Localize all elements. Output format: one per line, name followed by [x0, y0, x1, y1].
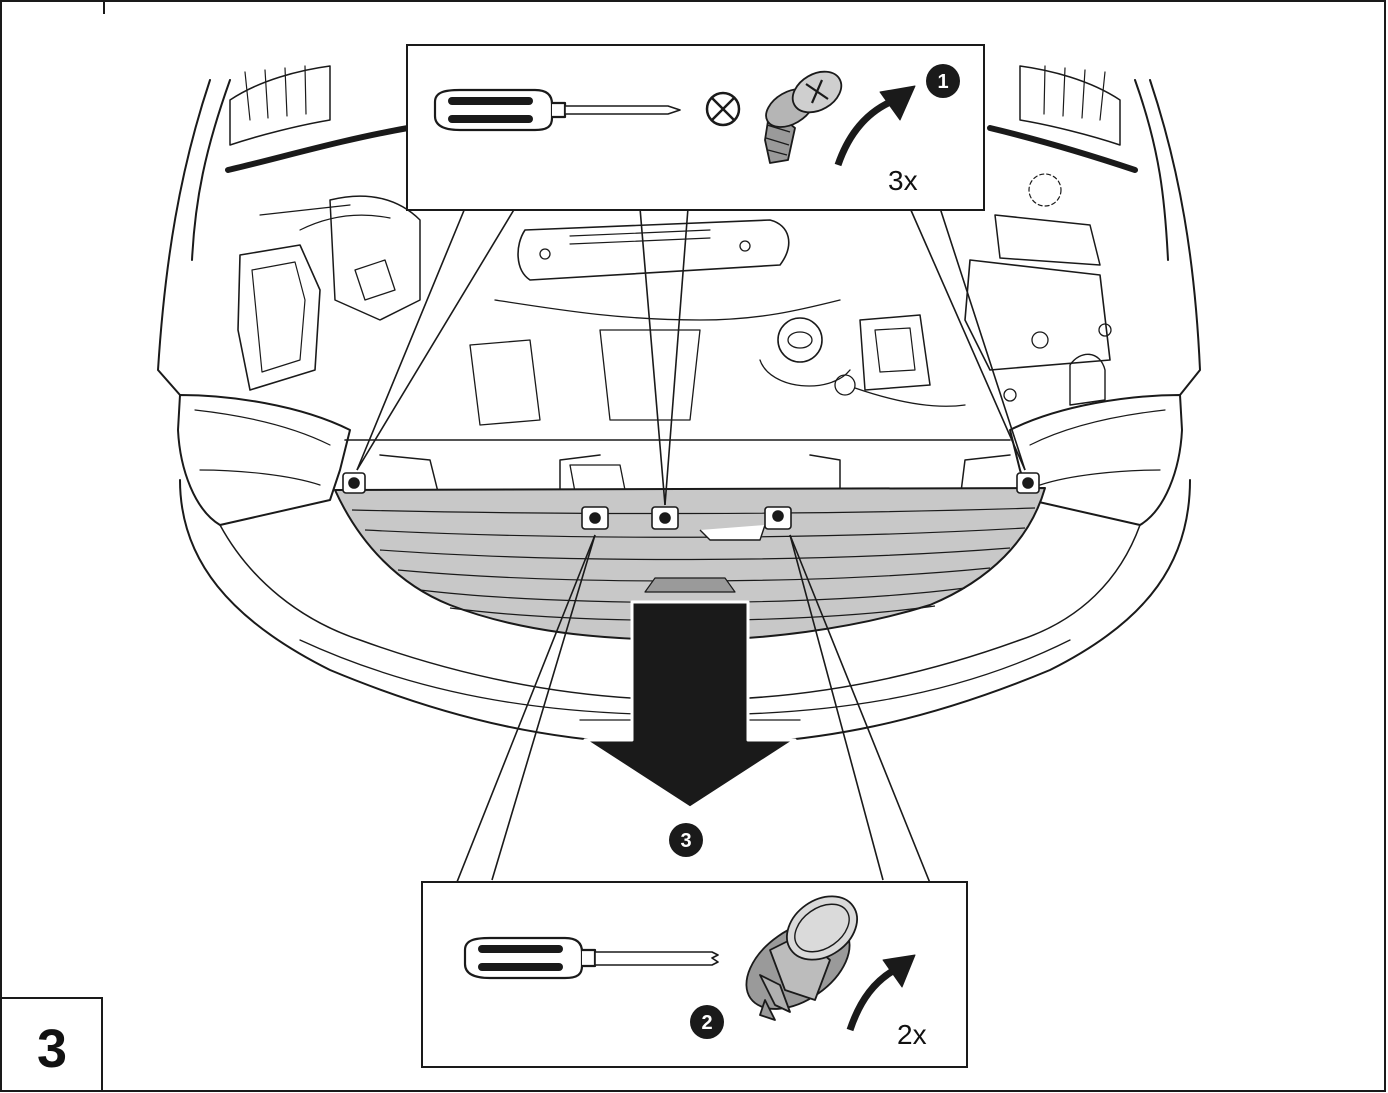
bottom-callout-count: 2x [897, 1019, 927, 1050]
step-badge-1: 1 [926, 64, 960, 98]
step-number-box: 3 [0, 997, 103, 1092]
screw-icon [764, 70, 843, 164]
top-callout-box: 1 3x [406, 44, 985, 211]
hood-left-edge [157, 79, 211, 396]
grille-clip-left [581, 506, 609, 530]
grille-screw-center [651, 506, 679, 530]
headlight-left [177, 394, 351, 526]
hood-right-edge [1149, 79, 1201, 396]
step-badge-3-label: 3 [680, 830, 691, 852]
flat-screwdriver-icon [463, 936, 719, 980]
engine-cover [517, 219, 790, 281]
push-clip-icon [745, 895, 858, 1021]
unscrew-arrow-icon [834, 85, 916, 167]
step-badge-2-label: 2 [701, 1012, 712, 1034]
bottom-callout-box: 2 2x [421, 881, 968, 1068]
step-number: 3 [37, 1019, 67, 1079]
grille-screw-right [1016, 472, 1040, 494]
step-badge-1-label: 1 [937, 71, 948, 93]
remove-downward-arrow-icon [583, 600, 797, 810]
grille-screw-points [342, 472, 1040, 530]
grille-clip-right [764, 506, 792, 530]
battery [964, 259, 1111, 371]
hood-seal-left [225, 125, 411, 173]
step-badge-2: 2 [690, 1005, 724, 1039]
reservoir-cap [777, 317, 823, 363]
top-callout-count: 3x [888, 165, 918, 196]
step-badge-3: 3 [669, 823, 703, 857]
hood-seal-right [987, 125, 1138, 173]
cross-recess-symbol-icon [705, 91, 741, 127]
grille-screw-left [342, 472, 366, 494]
phillips-screwdriver-icon [433, 88, 681, 132]
headlight-right [1009, 394, 1183, 526]
remove-clip-arrow-icon [846, 954, 916, 1032]
